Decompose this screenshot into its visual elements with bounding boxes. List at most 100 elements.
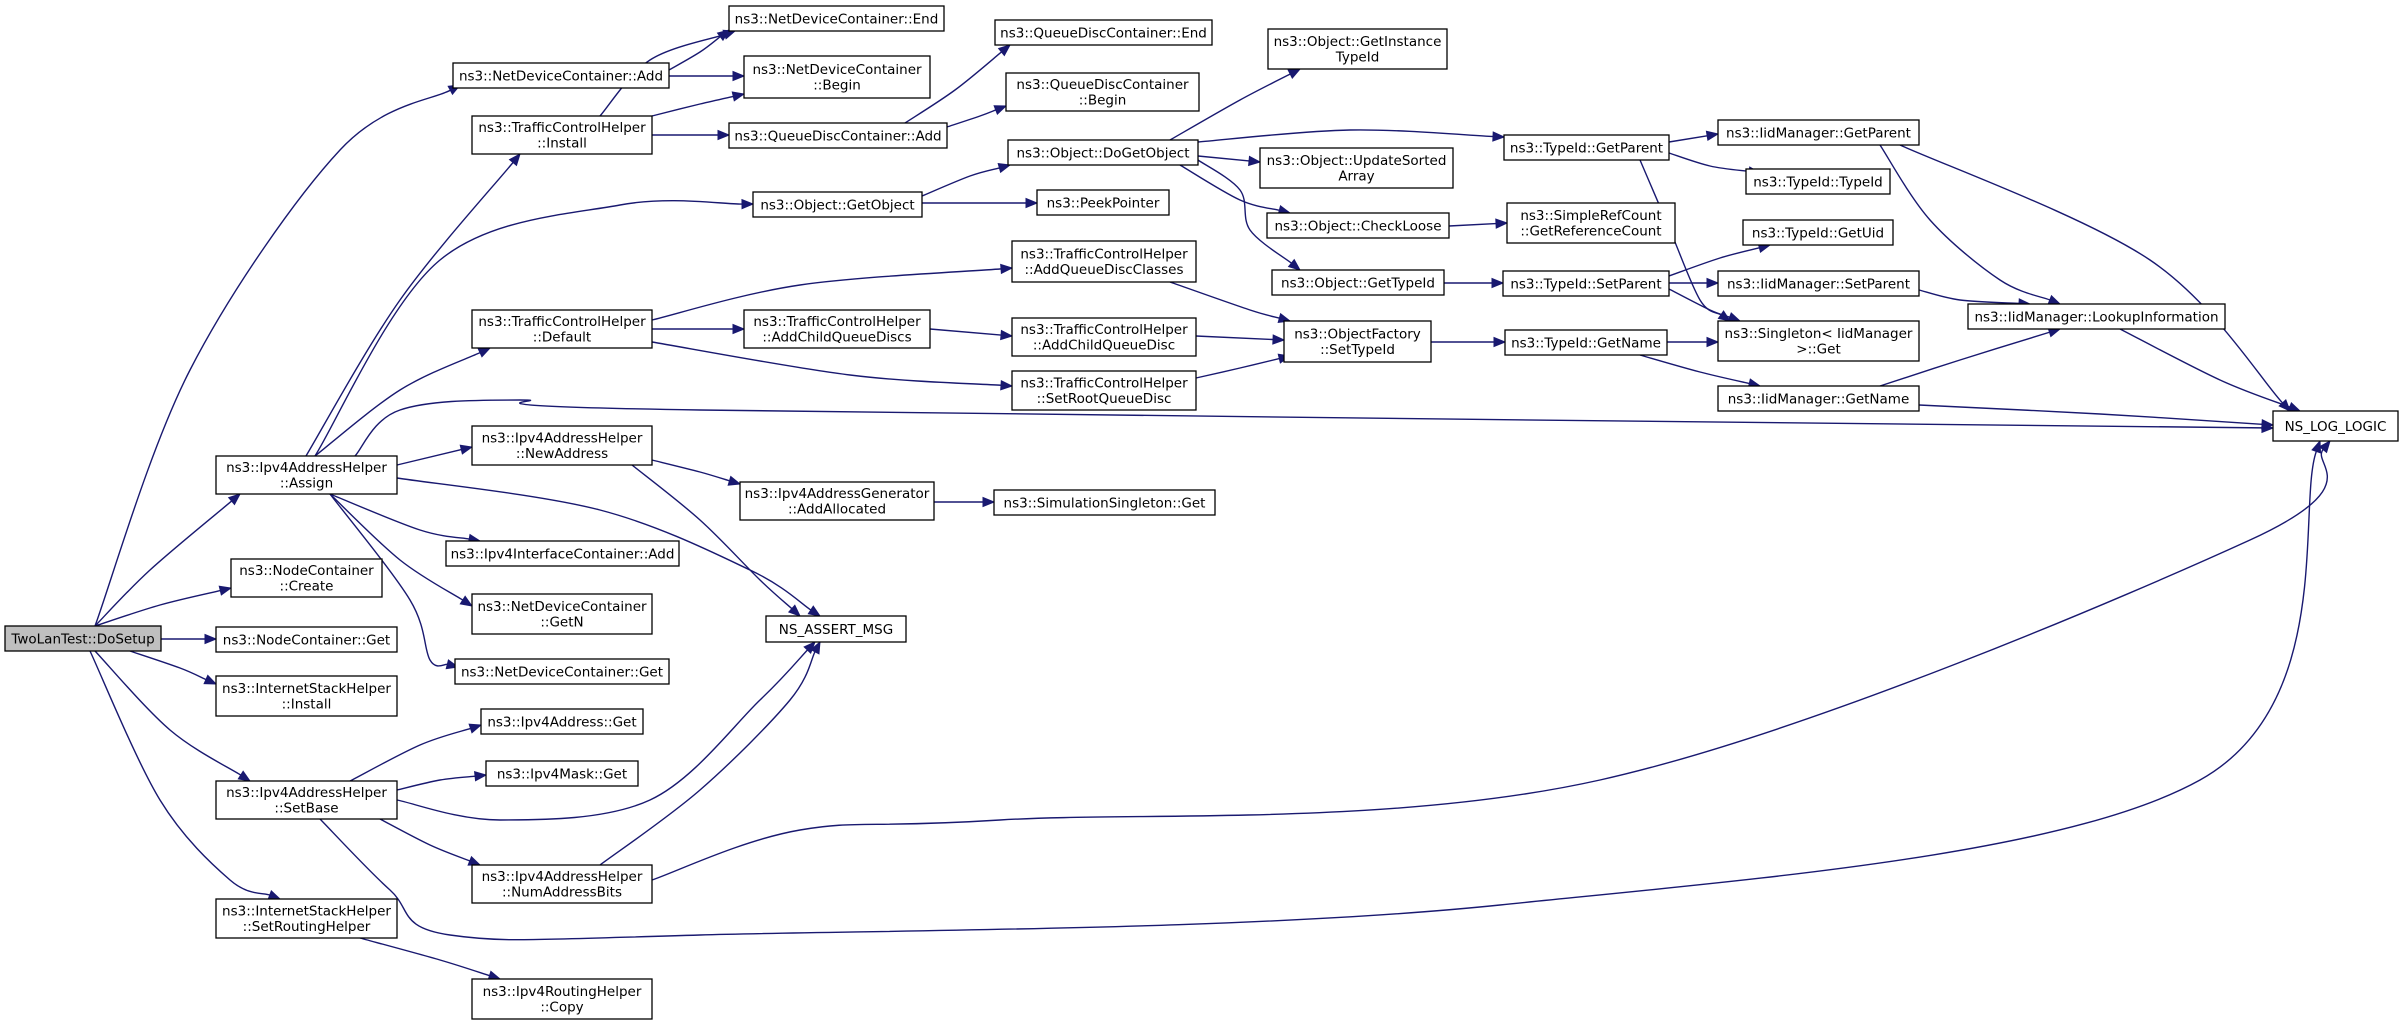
node-label: ns3::NetDeviceContainer::End bbox=[735, 11, 939, 27]
node-nc-get[interactable]: ns3::NodeContainer::Get bbox=[215, 626, 398, 653]
node-ipv4ag-addallocated[interactable]: ns3::Ipv4AddressGenerator::AddAllocated bbox=[739, 481, 935, 521]
node-iid-setparent[interactable]: ns3::IidManager::SetParent bbox=[1717, 270, 1920, 297]
node-obj-dogetobject[interactable]: ns3::Object::DoGetObject bbox=[1007, 139, 1199, 166]
node-typeid-getname[interactable]: ns3::TypeId::GetName bbox=[1504, 329, 1668, 356]
node-ipv4mask-get[interactable]: ns3::Ipv4Mask::Get bbox=[485, 760, 639, 787]
node-src-getrefcount[interactable]: ns3::SimpleRefCount::GetReferenceCount bbox=[1506, 202, 1676, 244]
node-label: ::SetTypeId bbox=[1320, 342, 1395, 358]
node-box bbox=[1266, 212, 1450, 239]
node-ipv4rh-copy[interactable]: ns3::Ipv4RoutingHelper::Copy bbox=[471, 978, 653, 1020]
node-box bbox=[994, 19, 1213, 46]
node-box bbox=[2272, 410, 2399, 442]
node-peekpointer[interactable]: ns3::PeekPointer bbox=[1036, 189, 1170, 216]
edge-line bbox=[314, 352, 481, 457]
node-ndc-getn[interactable]: ns3::NetDeviceContainer::GetN bbox=[471, 593, 653, 635]
node-box bbox=[728, 5, 945, 32]
node-tch-default[interactable]: ns3::TrafficControlHelper::Default bbox=[471, 309, 653, 349]
node-box bbox=[743, 55, 931, 99]
node-label: ns3::TypeId::TypeId bbox=[1753, 174, 1883, 190]
edge-ipv4ag_addallocated-to-simsingleton_get bbox=[934, 496, 996, 508]
node-box bbox=[1745, 168, 1891, 195]
node-qdc-begin[interactable]: ns3::QueueDiscContainer::Begin bbox=[1005, 72, 1200, 112]
node-label: ns3::Ipv4Mask::Get bbox=[497, 766, 627, 782]
node-qdc-add[interactable]: ns3::QueueDiscContainer::Add bbox=[728, 122, 948, 149]
node-root[interactable]: TwoLanTest::DoSetup bbox=[4, 625, 162, 652]
edge-root-to-ipv4ah_setbase bbox=[94, 650, 252, 782]
node-ipv4ah-assign[interactable]: ns3::Ipv4AddressHelper::Assign bbox=[215, 455, 398, 495]
node-label: ns3::Ipv4InterfaceContainer::Add bbox=[451, 546, 675, 562]
node-label: ns3::NetDeviceContainer bbox=[752, 62, 922, 78]
node-box bbox=[471, 864, 653, 904]
node-label: ::Assign bbox=[280, 476, 333, 492]
arrowhead-icon bbox=[732, 70, 746, 82]
node-qdc-end[interactable]: ns3::QueueDiscContainer::End bbox=[994, 19, 1213, 46]
node-label: ::Default bbox=[533, 330, 591, 346]
node-ish-install[interactable]: ns3::InternetStackHelper::Install bbox=[215, 675, 398, 717]
edge-root-to-nc_get bbox=[161, 633, 218, 645]
node-label: NS_LOG_LOGIC bbox=[2285, 419, 2387, 435]
node-typeid-getparent[interactable]: ns3::TypeId::GetParent bbox=[1503, 134, 1670, 161]
node-label: ::Install bbox=[537, 136, 587, 152]
node-ipv4ic-add[interactable]: ns3::Ipv4InterfaceContainer::Add bbox=[445, 540, 680, 567]
node-label: ns3::TrafficControlHelper bbox=[1020, 376, 1188, 392]
arrowhead-icon bbox=[1495, 218, 1509, 229]
node-label: ns3::TypeId::SetParent bbox=[1510, 276, 1661, 292]
node-iid-getparent[interactable]: ns3::IidManager::GetParent bbox=[1717, 119, 1920, 146]
node-typeid-setparent[interactable]: ns3::TypeId::SetParent bbox=[1502, 270, 1670, 297]
node-label: ::GetReferenceCount bbox=[1520, 224, 1661, 240]
edge-line bbox=[1639, 354, 1750, 385]
arrowhead-icon bbox=[204, 633, 218, 645]
node-objfactory-settypeid[interactable]: ns3::ObjectFactory::SetTypeId bbox=[1283, 320, 1432, 363]
node-label: ns3::NetDeviceContainer::Add bbox=[459, 68, 663, 84]
edge-iid_getparent-to-iid_lookupinfo bbox=[1879, 144, 2062, 305]
node-singleton-get[interactable]: ns3::Singleton< IidManager>::Get bbox=[1717, 320, 1920, 362]
node-tch-setrootqdisc[interactable]: ns3::TrafficControlHelper::SetRootQueueD… bbox=[1011, 370, 1197, 411]
node-tch-addchildqdiscs[interactable]: ns3::TrafficControlHelper::AddChildQueue… bbox=[743, 309, 931, 349]
node-ipv4ah-newaddress[interactable]: ns3::Ipv4AddressHelper::NewAddress bbox=[471, 425, 653, 466]
node-ndc-begin[interactable]: ns3::NetDeviceContainer::Begin bbox=[743, 55, 931, 99]
node-iid-lookupinfo[interactable]: ns3::IidManager::LookupInformation bbox=[1967, 303, 2226, 330]
node-label: ::NewAddress bbox=[516, 446, 608, 462]
node-ns-log-logic[interactable]: NS_LOG_LOGIC bbox=[2272, 410, 2399, 442]
node-label: ns3::QueueDiscContainer bbox=[1016, 77, 1189, 93]
edge-tch_addchildqdiscs-to-tch_addchildqdisc bbox=[929, 328, 1014, 341]
node-label: ns3::SimulationSingleton::Get bbox=[1004, 495, 1206, 511]
node-tch-addchildqdisc[interactable]: ns3::TrafficControlHelper::AddChildQueue… bbox=[1011, 317, 1197, 357]
node-obj-checkloose[interactable]: ns3::Object::CheckLoose bbox=[1266, 212, 1450, 239]
node-tch-install[interactable]: ns3::TrafficControlHelper::Install bbox=[471, 115, 653, 155]
node-iid-getname[interactable]: ns3::IidManager::GetName bbox=[1717, 385, 1920, 412]
node-obj-getobject[interactable]: ns3::Object::GetObject bbox=[752, 191, 923, 218]
node-ndc-end[interactable]: ns3::NetDeviceContainer::End bbox=[728, 5, 945, 32]
node-box bbox=[215, 898, 398, 939]
node-ndc-get[interactable]: ns3::NetDeviceContainer::Get bbox=[454, 658, 670, 685]
node-ipv4addr-get[interactable]: ns3::Ipv4Address::Get bbox=[480, 708, 644, 735]
node-box bbox=[1742, 219, 1894, 246]
node-tch-addqdclasses[interactable]: ns3::TrafficControlHelper::AddQueueDiscC… bbox=[1011, 240, 1197, 283]
edge-line bbox=[396, 649, 808, 821]
edge-tch_addchildqdisc-to-objfactory_settypeid bbox=[1195, 334, 1286, 345]
node-nc-create[interactable]: ns3::NodeContainer::Create bbox=[230, 558, 383, 598]
node-box bbox=[471, 425, 653, 466]
arrowhead-icon bbox=[468, 723, 483, 734]
node-ipv4ah-numaddrbits[interactable]: ns3::Ipv4AddressHelper::NumAddressBits bbox=[471, 864, 653, 904]
edge-qdc_add-to-qdc_begin bbox=[946, 105, 1008, 128]
node-ns-assert-msg[interactable]: NS_ASSERT_MSG bbox=[765, 615, 907, 643]
edge-line bbox=[1668, 288, 1730, 318]
arrowhead-icon bbox=[1287, 258, 1302, 271]
node-typeid-typeid[interactable]: ns3::TypeId::TypeId bbox=[1745, 168, 1891, 195]
edge-line bbox=[599, 651, 816, 866]
edge-root-to-ipv4ah_assign bbox=[94, 493, 242, 627]
edge-tch_default-to-tch_addchildqdiscs bbox=[652, 323, 746, 335]
node-typeid-getuid[interactable]: ns3::TypeId::GetUid bbox=[1742, 219, 1894, 246]
node-box bbox=[215, 455, 398, 495]
node-obj-gettypeid[interactable]: ns3::Object::GetTypeId bbox=[1271, 269, 1445, 296]
node-ndc-add[interactable]: ns3::NetDeviceContainer::Add bbox=[452, 62, 670, 89]
node-simsingleton-get[interactable]: ns3::SimulationSingleton::Get bbox=[993, 489, 1216, 516]
edge-obj_getobject-to-obj_dogetobject bbox=[921, 162, 1012, 197]
node-ish-setroutinghelper[interactable]: ns3::InternetStackHelper::SetRoutingHelp… bbox=[215, 898, 398, 939]
node-ipv4ah-setbase[interactable]: ns3::Ipv4AddressHelper::SetBase bbox=[215, 780, 398, 820]
node-label: ns3::TrafficControlHelper bbox=[1020, 247, 1188, 263]
node-label: ::Begin bbox=[1079, 93, 1127, 109]
